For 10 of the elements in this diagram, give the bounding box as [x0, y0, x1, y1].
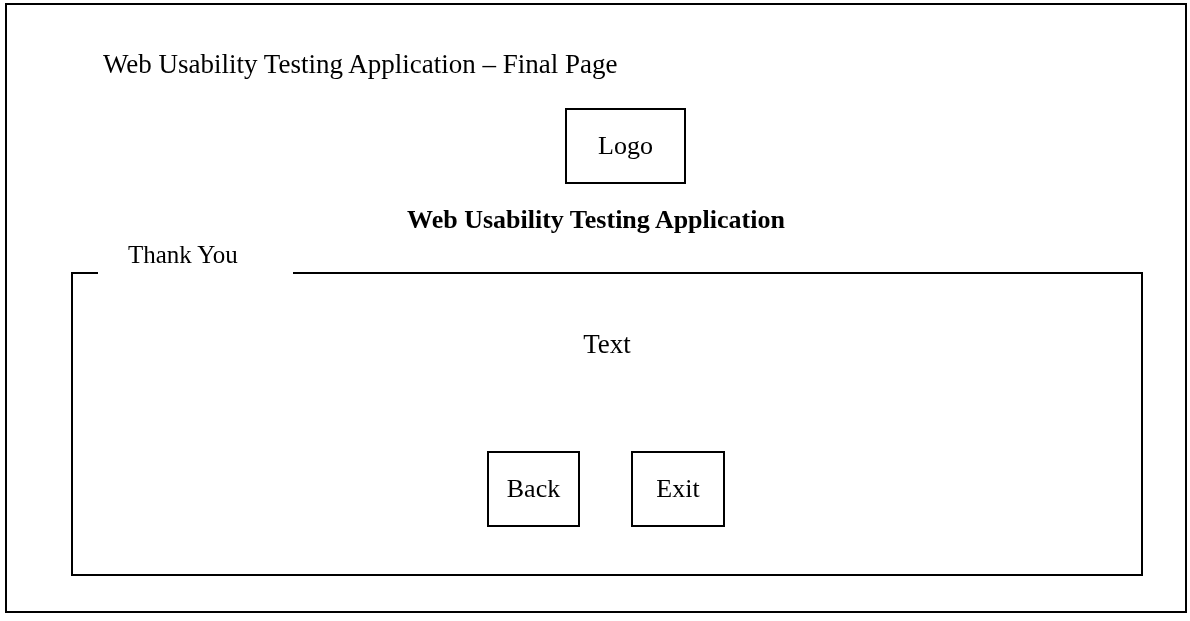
page-title: Web Usability Testing Application – Final Page — [103, 49, 618, 80]
placeholder-box — [565, 108, 686, 184]
back-button — [487, 451, 580, 527]
box-label: Back — [506, 474, 561, 504]
app-heading: Web Usability Testing Application — [406, 205, 786, 235]
body-text: Text — [582, 329, 632, 360]
page-frame — [5, 3, 1187, 613]
exit-button — [631, 451, 725, 527]
box-label: Logo — [598, 131, 653, 161]
box-label: Exit — [656, 474, 700, 504]
